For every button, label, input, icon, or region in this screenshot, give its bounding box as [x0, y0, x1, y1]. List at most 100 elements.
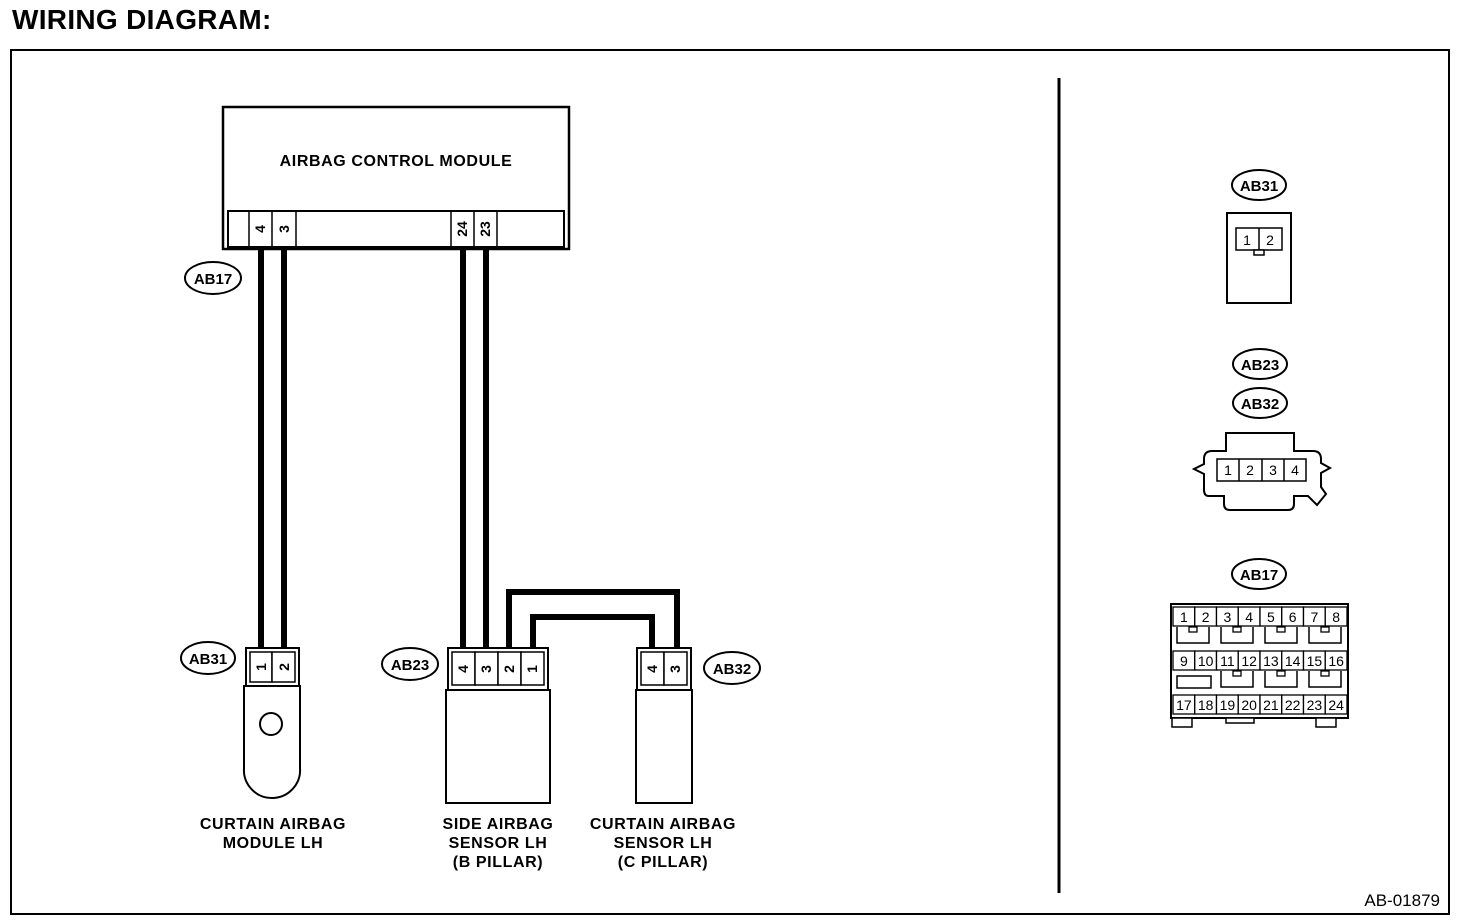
- ab31-pin-2: 2: [276, 663, 292, 671]
- ab17-pin-2: 2: [1202, 609, 1210, 625]
- wires: [258, 249, 680, 650]
- ab17-pin-1: 1: [1180, 609, 1188, 625]
- connector-label-ab32: AB32: [713, 661, 751, 678]
- side-sensor-label-1: SIDE AIRBAG: [443, 816, 554, 833]
- curtain-module-squib-icon: [259, 712, 283, 736]
- ab17-foot: [1171, 717, 1193, 728]
- diagram-frame: [10, 49, 1450, 915]
- ab17-pin-4: 4: [1245, 609, 1253, 625]
- ab23-32-view-pin: 3: [1269, 462, 1277, 478]
- connector-oval-ab17: [184, 261, 242, 295]
- ab17-latch-tab: [1232, 626, 1242, 633]
- ab17-pin-cell: [1324, 694, 1348, 715]
- ab17-latch-tab: [1320, 626, 1330, 633]
- ab23-32-view-pin: 4: [1291, 462, 1299, 478]
- ab17-latch: [1220, 627, 1254, 644]
- ab23-32-view-pin: 2: [1246, 462, 1254, 478]
- ab17-keyway: [1176, 675, 1212, 689]
- curtain-sensor-label-2: SENSOR LH: [614, 835, 713, 852]
- wire-ab23-1-to-ab32-4: [530, 614, 655, 650]
- view-oval-ab17: [1231, 558, 1287, 590]
- curtain-module-label-2: MODULE LH: [223, 835, 324, 852]
- ab17-foot: [1315, 717, 1337, 728]
- connector-label-ab23: AB23: [391, 657, 429, 674]
- curtain-module-label-1: CURTAIN AIRBAG: [200, 816, 346, 833]
- ab17-pin-21: 21: [1263, 697, 1279, 713]
- module-pin-3: 3: [276, 225, 292, 233]
- ab17-pin-cell: [1324, 650, 1348, 671]
- curtain-module-body: [242, 685, 302, 800]
- ab17-pin-19: 19: [1220, 697, 1236, 713]
- view-oval-ab31: [1231, 169, 1287, 201]
- ab31-view-pin: 1: [1243, 232, 1251, 248]
- ab31-pin-box: [271, 651, 296, 683]
- curtain-sensor-body: [635, 689, 693, 804]
- ab17-latch: [1308, 627, 1342, 644]
- ab17-pin-7: 7: [1310, 609, 1318, 625]
- view-label-ab31: AB31: [1240, 178, 1278, 195]
- ab32-pin-box: [663, 651, 688, 686]
- ab23-32-view-pin: 1: [1224, 462, 1232, 478]
- ab17-pin-17: 17: [1176, 697, 1192, 713]
- ab23-pin-2: 2: [501, 665, 517, 673]
- ab32-pin-4: 4: [644, 665, 660, 673]
- page-title: WIRING DIAGRAM:: [12, 4, 272, 35]
- side-sensor-body: [445, 689, 551, 804]
- ab23-pin-4: 4: [455, 665, 471, 673]
- module-pin-23: 23: [477, 221, 493, 237]
- ab17-pin-18: 18: [1198, 697, 1214, 713]
- ab17-pin-cell: [1324, 606, 1348, 627]
- ab32-pin-3: 3: [667, 665, 683, 673]
- view-label-ab23: AB23: [1241, 357, 1279, 374]
- ab31-view-body: [1226, 212, 1292, 304]
- control-module-label: AIRBAG CONTROL MODULE: [280, 153, 513, 170]
- ab17-pin-12: 12: [1241, 653, 1257, 669]
- connector-oval-ab23: [381, 647, 439, 681]
- ab17-pin-6: 6: [1289, 609, 1297, 625]
- ab31-view-pin: 2: [1266, 232, 1274, 248]
- ab17-pin-20: 20: [1241, 697, 1257, 713]
- side-sensor-label-3: (B PILLAR): [453, 854, 543, 871]
- ab17-latch-tab: [1188, 626, 1198, 633]
- ab17-pin-10: 10: [1198, 653, 1214, 669]
- ab17-foot: [1225, 717, 1255, 724]
- view-oval-ab23: [1232, 348, 1288, 380]
- ab17-latch: [1264, 671, 1298, 688]
- ab17-pin-23: 23: [1307, 697, 1323, 713]
- module-pin-4: 4: [252, 225, 268, 233]
- ab17-latch: [1264, 627, 1298, 644]
- ab17-pin-14: 14: [1285, 653, 1301, 669]
- connector-oval-ab31: [180, 641, 236, 675]
- ab17-latch-tab: [1276, 626, 1286, 633]
- ab17-pin-13: 13: [1263, 653, 1279, 669]
- ab23-pin-box: [520, 651, 545, 686]
- ab23-pin-3: 3: [478, 665, 494, 673]
- reference-code: AB-01879: [1364, 891, 1440, 910]
- view-oval-ab32: [1232, 387, 1288, 419]
- connector-label-ab31: AB31: [189, 651, 227, 668]
- ab17-pin-5: 5: [1267, 609, 1275, 625]
- ab17-latch-tab: [1276, 670, 1286, 677]
- module-pin-24: 24: [454, 221, 470, 237]
- view-label-ab17: AB17: [1240, 567, 1278, 584]
- ab17-pin-24: 24: [1328, 697, 1344, 713]
- ab17-latch: [1176, 627, 1210, 644]
- ab23-pin-1: 1: [524, 665, 540, 673]
- ab17-pin-3: 3: [1223, 609, 1231, 625]
- curtain-sensor-label-1: CURTAIN AIRBAG: [590, 816, 736, 833]
- ab17-pin-15: 15: [1307, 653, 1323, 669]
- ab17-latch-tab: [1232, 670, 1242, 677]
- connector-oval-ab32: [703, 651, 761, 685]
- ab17-pin-8: 8: [1332, 609, 1340, 625]
- ab17-latch-tab: [1320, 670, 1330, 677]
- connector-label-ab17: AB17: [194, 271, 232, 288]
- ab17-pin-22: 22: [1285, 697, 1301, 713]
- ab17-pin-16: 16: [1328, 653, 1344, 669]
- ab17-latch: [1220, 671, 1254, 688]
- side-sensor-label-2: SENSOR LH: [449, 835, 548, 852]
- ab17-latch: [1308, 671, 1342, 688]
- ab31-view-latch: [1253, 249, 1265, 256]
- ab17-pin-11: 11: [1220, 653, 1235, 669]
